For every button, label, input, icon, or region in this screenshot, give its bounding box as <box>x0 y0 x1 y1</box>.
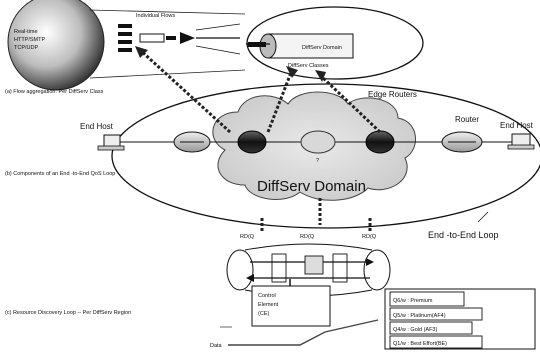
flow-label-3: TCP/UDP <box>14 45 38 51</box>
diffserv-domain-label: DiffServ Domain <box>257 178 366 195</box>
class-item-3: Q4/w : Gold (AF3) <box>393 327 437 333</box>
left-router-icon <box>174 132 210 152</box>
edge-routers-label: Edge Routers <box>368 90 417 99</box>
pipe-label: DiffServ Domain <box>302 45 342 51</box>
individual-flows-label: Individual Flows <box>136 13 175 19</box>
router-label: Router <box>455 115 479 124</box>
core-label: ? <box>316 158 319 164</box>
diffserv-pipe-figure: DiffServ Domain DiffServ Classes <box>246 7 423 79</box>
ce-line-3: (CE) <box>258 311 269 317</box>
class-item-4: Q1/w : Best Effort(BE) <box>393 341 447 347</box>
caption-a: (a) Flow aggregation: Per DiffServ Class <box>5 89 104 95</box>
edge-router-left-icon <box>238 131 266 153</box>
rd-label-2: RD(Q <box>300 234 315 240</box>
left-host-label: End Host <box>80 122 114 131</box>
classes-label: DiffServ Classes <box>288 63 329 69</box>
caption-b: (b) Components of an End -to-End QoS Loo… <box>5 171 115 177</box>
right-router-icon <box>442 132 482 152</box>
class-item-1: Q6/w : Premium <box>393 298 433 304</box>
right-host-icon <box>508 134 534 149</box>
flow-label-2: HTTP/SMTP <box>14 37 45 43</box>
edge-router-right-icon <box>366 131 394 153</box>
end-to-end-loop-label: End -to-End Loop <box>428 230 499 240</box>
caption-c: (c) Resource Discovery Loop -- Per DiffS… <box>5 310 131 316</box>
class-item-2: Q5/w : Platinum(AF4) <box>393 313 446 319</box>
flow-label-1: Real-time <box>14 29 38 35</box>
rd-label-3: RD(Q <box>362 234 377 240</box>
data-label: Data <box>210 343 223 349</box>
rd-label-1: RD(Q <box>240 234 255 240</box>
core-router-icon <box>301 131 335 153</box>
flow-aggregation-figure: Individual Flows Real-time HTTP/SMTP TCP… <box>8 0 245 90</box>
flow-arrows <box>118 24 240 54</box>
left-host-icon <box>98 135 124 150</box>
ce-line-2: Element <box>258 302 279 308</box>
right-host-label: End Host <box>500 121 534 130</box>
ce-line-1: Control <box>258 293 276 299</box>
